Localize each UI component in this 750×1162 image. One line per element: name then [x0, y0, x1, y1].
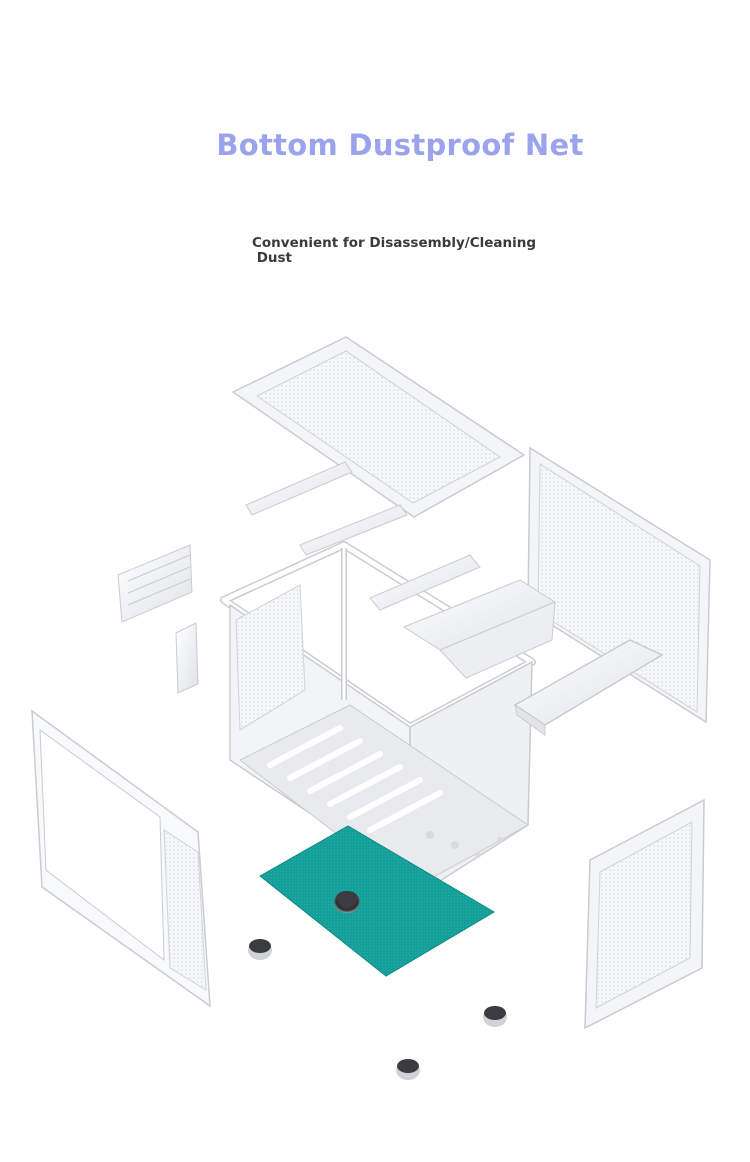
right-side-mesh-panel	[527, 446, 711, 724]
small-plate	[175, 622, 199, 694]
chassis-frame	[220, 541, 536, 902]
front-mesh-panel	[584, 798, 705, 1030]
case-foot-1	[334, 891, 360, 913]
subtext-line-1: Convenient for Disassembly/Cleaning	[252, 235, 537, 251]
case-foot-4	[396, 1059, 420, 1080]
top-mesh-panel	[231, 336, 526, 518]
slot-covers	[117, 544, 193, 623]
headline: Bottom Dustproof Net	[216, 128, 584, 162]
subtext: Convenient for Disassembly/Cleaning Dust	[252, 236, 536, 266]
front-handle	[513, 639, 664, 736]
case-foot-2	[248, 939, 272, 960]
subtext-line-2: Dust	[252, 250, 293, 266]
bottom-dust-filter	[259, 825, 495, 977]
top-bracket	[245, 461, 408, 556]
left-side-panel	[31, 709, 211, 1008]
psu-bracket	[369, 554, 557, 679]
case-foot-3	[483, 1006, 507, 1027]
